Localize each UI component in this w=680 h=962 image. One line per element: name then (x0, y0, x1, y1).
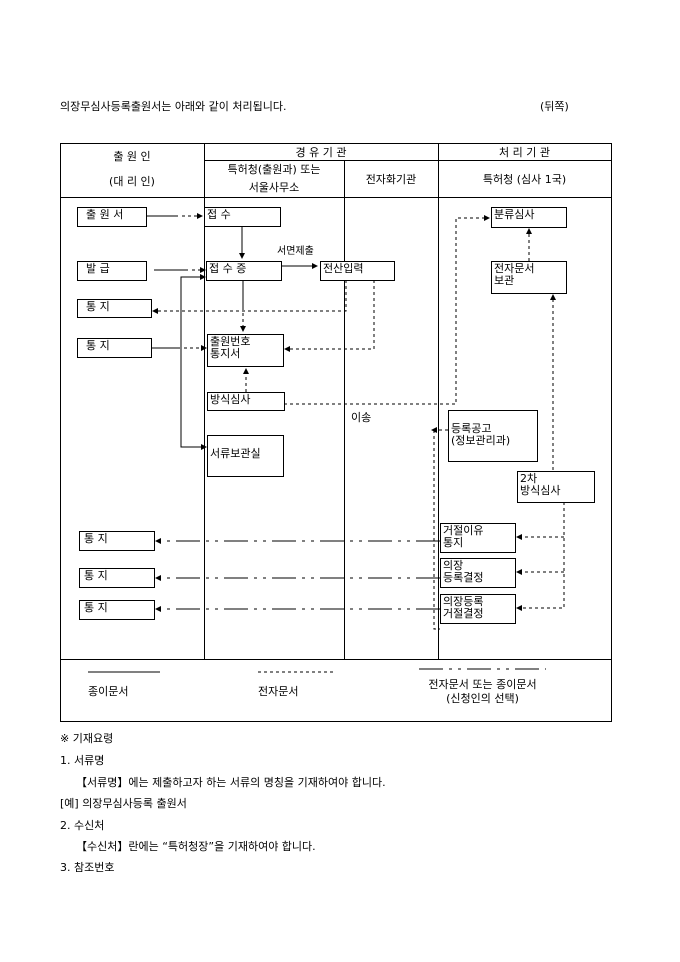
page-side-label: (뒤쪽) (540, 100, 569, 113)
header-agent: (대 리 인) (109, 175, 155, 188)
header-processor: 처 리 기 관 (499, 146, 550, 159)
box-notice-1: 통 지 (77, 299, 152, 318)
note-1-example: [예] 의장무심사등록 출원서 (60, 797, 187, 810)
label-written-submission: 서면제출 (277, 246, 314, 257)
box-second-exam: 2차 방식심사 (517, 471, 595, 503)
note-1: 1. 서류명 (60, 754, 105, 767)
box-data-entry: 전산입력 (320, 261, 395, 281)
box-refusal-decision: 의장등록 거절결정 (440, 594, 516, 624)
box-application: 출 원 서 (77, 207, 147, 227)
box-reg-publication: 등록공고 (정보관리과) (448, 410, 538, 462)
notes-title: ※ 기재요령 (60, 732, 114, 745)
box-refusal-reason: 거절이유 통지 (440, 523, 516, 553)
box-archive: 서류보관실 (207, 435, 284, 477)
box-classification: 분류심사 (491, 207, 567, 228)
intro-text: 의장무심사등록출원서는 아래와 같이 처리됩니다. (60, 100, 287, 113)
header-kipo-exam: 특허청 (심사 1국) (482, 173, 567, 186)
header-applicant: 출 원 인 (113, 150, 151, 163)
legend-either: 전자문서 또는 종이문서 (428, 678, 537, 691)
box-issue: 발 급 (77, 261, 147, 281)
header-kipo-office: 특허청(출원과) 또는 (227, 163, 321, 176)
note-1-text: 【서류명】에는 제출하고자 하는 서류의 명칭을 기재하여야 합니다. (76, 776, 386, 789)
box-receipt-cert: 접 수 증 (206, 261, 282, 281)
header-seoul-office: 서울사무소 (248, 181, 300, 194)
box-formality-exam: 방식심사 (207, 392, 285, 411)
box-app-number-notice: 출원번호 통지서 (207, 334, 284, 367)
header-via: 경 유 기 관 (295, 146, 347, 159)
box-notice-2: 통 지 (77, 338, 152, 358)
box-notice-5: 통 지 (79, 600, 155, 620)
label-transfer: 이송 (351, 411, 372, 424)
box-receipt: 접 수 (204, 207, 281, 227)
legend-electronic: 전자문서 (258, 685, 299, 698)
legend-paper: 종이문서 (88, 685, 129, 698)
note-3: 3. 참조번호 (60, 861, 115, 874)
box-notice-3: 통 지 (79, 531, 155, 551)
box-reg-decision: 의장 등록결정 (440, 558, 516, 588)
legend-either-note: (신청인의 선택) (446, 692, 519, 705)
note-2-text: 【수신처】란에는 “특허청장”을 기재하여야 합니다. (76, 840, 316, 853)
box-e-doc-storage: 전자문서 보관 (491, 261, 567, 294)
note-2: 2. 수신처 (60, 819, 105, 832)
header-digitizer: 전자화기관 (365, 173, 417, 186)
box-notice-4: 통 지 (79, 568, 155, 588)
